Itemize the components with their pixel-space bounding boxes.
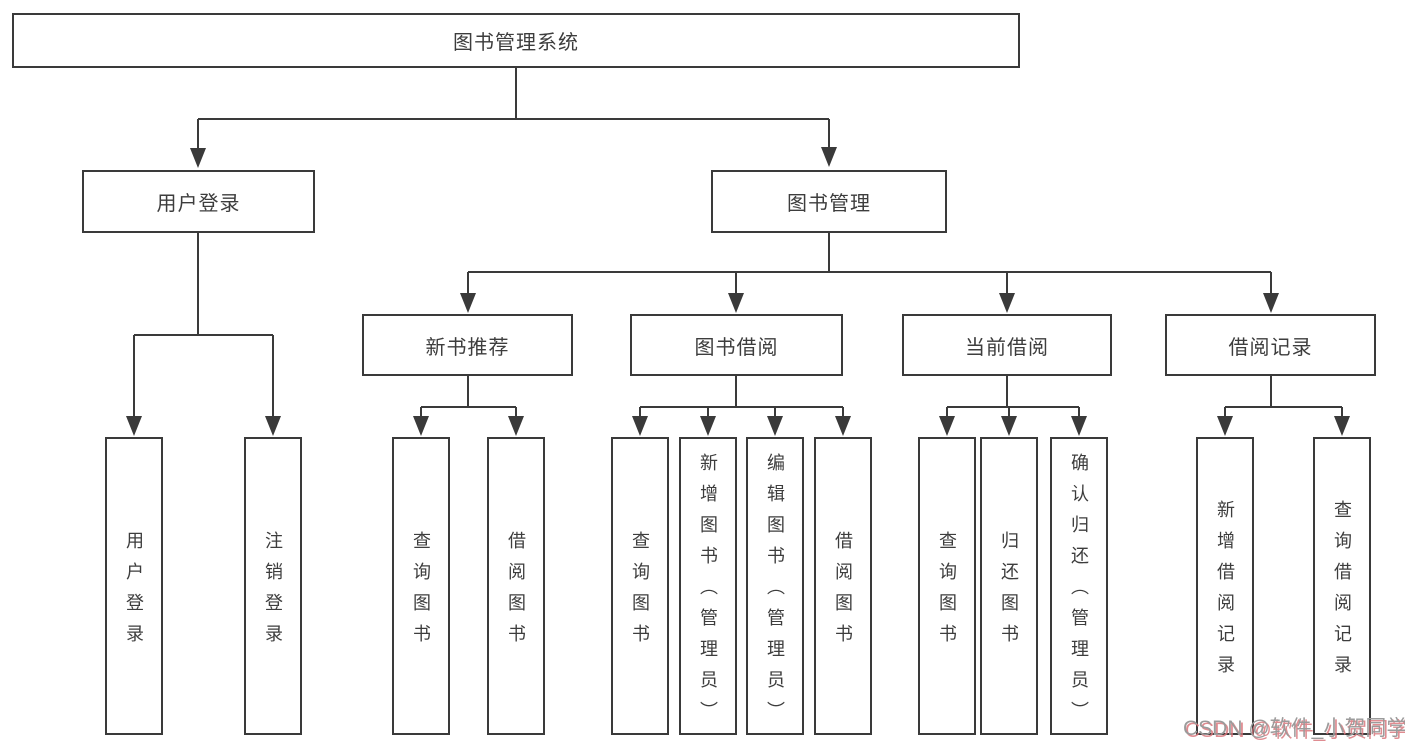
node-label: 新增图书（管理员） <box>698 453 718 732</box>
node-current-borrow: 当前借阅 <box>902 314 1112 376</box>
node-label: 查询图书 <box>411 530 431 655</box>
node-label: 图书管理系统 <box>453 32 579 54</box>
leaf-query-books-borrow: 查询图书 <box>611 437 669 735</box>
leaf-user-login: 用户登录 <box>105 437 163 735</box>
leaf-query-borrow-record: 查询借阅记录 <box>1313 437 1371 735</box>
node-label: 图书借阅 <box>694 336 779 359</box>
node-label: 用户登录 <box>156 193 241 215</box>
node-root: 图书管理系统 <box>12 13 1020 68</box>
node-label: 注销登录 <box>263 530 283 655</box>
node-label: 确认归还（管理员） <box>1069 453 1089 732</box>
leaf-query-books-recommend: 查询图书 <box>392 437 450 735</box>
leaf-return-books: 归还图书 <box>980 437 1038 735</box>
leaf-borrow-books-recommend: 借阅图书 <box>487 437 545 735</box>
node-label: 借阅图书 <box>833 530 853 655</box>
node-label: 编辑图书（管理员） <box>765 453 785 732</box>
leaf-borrow-books: 借阅图书 <box>814 437 872 735</box>
node-label: 查询借阅记录 <box>1332 499 1352 686</box>
node-new-book-recommend: 新书推荐 <box>362 314 573 376</box>
leaf-logout: 注销登录 <box>244 437 302 735</box>
node-label: 查询图书 <box>630 530 650 655</box>
leaf-confirm-return-admin: 确认归还（管理员） <box>1050 437 1108 735</box>
node-label: 归还图书 <box>999 530 1019 655</box>
node-label: 查询图书 <box>937 530 957 655</box>
leaf-add-books-admin: 新增图书（管理员） <box>679 437 737 735</box>
node-label: 新增借阅记录 <box>1215 499 1235 686</box>
node-label: 借阅记录 <box>1228 336 1313 359</box>
leaf-edit-books-admin: 编辑图书（管理员） <box>746 437 804 735</box>
node-label: 新书推荐 <box>425 336 510 359</box>
leaf-add-borrow-record: 新增借阅记录 <box>1196 437 1254 735</box>
watermark: CSDN @软件_小贺同学 <box>1183 717 1405 740</box>
node-book-borrow: 图书借阅 <box>630 314 843 376</box>
node-label: 借阅图书 <box>506 530 526 655</box>
node-label: 当前借阅 <box>965 336 1049 359</box>
node-label: 图书管理 <box>787 193 871 215</box>
leaf-query-books-current: 查询图书 <box>918 437 976 735</box>
node-label: 用户登录 <box>124 530 144 655</box>
node-book-management: 图书管理 <box>711 170 947 233</box>
node-user-login: 用户登录 <box>82 170 315 233</box>
node-borrow-records: 借阅记录 <box>1165 314 1376 376</box>
